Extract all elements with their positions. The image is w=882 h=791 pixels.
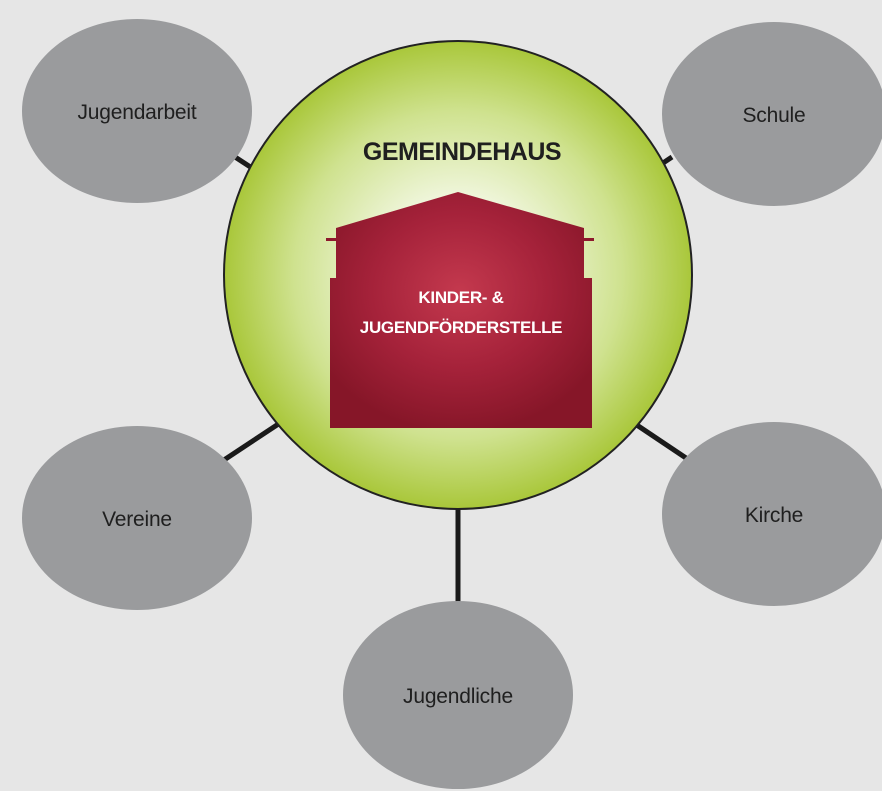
node-label-kirche: Kirche bbox=[745, 504, 803, 527]
node-ellipse bbox=[22, 426, 252, 610]
node-schule: Schule bbox=[662, 22, 882, 206]
node-jugendarbeit: Jugendarbeit bbox=[22, 19, 252, 203]
node-kirche: Kirche bbox=[662, 422, 882, 606]
node-jugendliche: Jugendliche bbox=[343, 601, 573, 789]
node-ellipse bbox=[22, 19, 252, 203]
node-label-jugendarbeit: Jugendarbeit bbox=[77, 101, 196, 124]
node-label-schule: Schule bbox=[742, 104, 805, 127]
center-label-line1: KINDER- & bbox=[418, 288, 503, 307]
house-shape: KINDER- & JUGENDFÖRDERSTELLE bbox=[326, 192, 594, 428]
node-vereine: Vereine bbox=[22, 426, 252, 610]
center-label-line2: JUGENDFÖRDERSTELLE bbox=[360, 318, 562, 337]
house-icon bbox=[326, 192, 594, 428]
node-ellipse bbox=[662, 22, 882, 206]
node-ellipse bbox=[662, 422, 882, 606]
gemeindehaus-label: GEMEINDEHAUS bbox=[363, 138, 561, 166]
node-label-vereine: Vereine bbox=[102, 508, 172, 531]
node-ellipse bbox=[343, 601, 573, 789]
node-label-jugendliche: Jugendliche bbox=[403, 685, 513, 708]
